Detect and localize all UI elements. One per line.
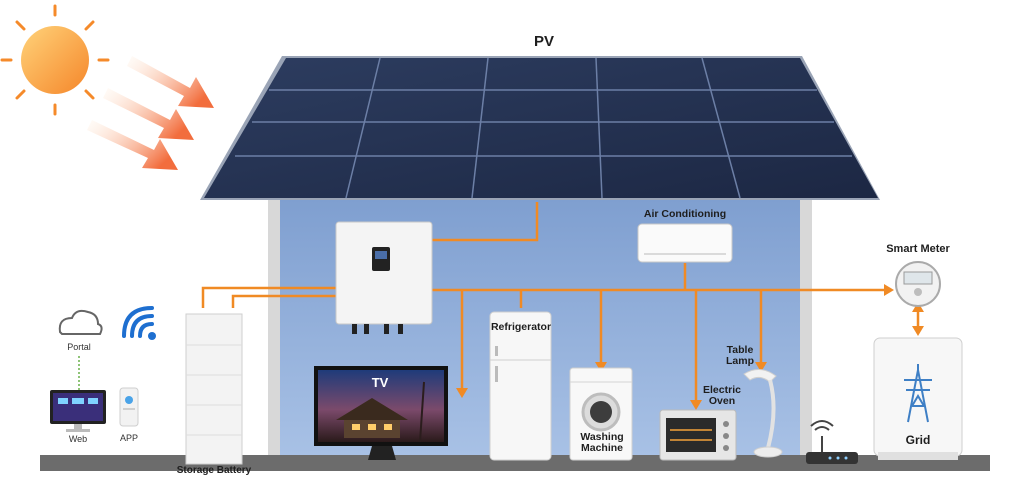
sun-rays [87, 56, 214, 170]
storage-battery [185, 313, 243, 465]
table-lamp-label: Table Lamp [725, 344, 754, 368]
pv-roof [200, 56, 880, 200]
tv-label: TV [371, 375, 389, 390]
washing-machine-label: Washing Machine [580, 431, 624, 455]
washing-machine [569, 367, 633, 461]
transmission-tower-icon [904, 364, 932, 423]
cloud-icon [58, 309, 103, 335]
electric-oven [659, 409, 737, 461]
tv [314, 366, 448, 460]
air-conditioner [637, 223, 733, 263]
air-conditioning-label: Air Conditioning [643, 208, 727, 220]
ground [40, 455, 990, 471]
electric-oven-label: Electric Oven [703, 384, 741, 408]
web-label: Web [68, 434, 88, 444]
pv-label: PV [533, 33, 554, 50]
router-icon [806, 420, 858, 464]
smart-meter [895, 261, 941, 307]
storage-battery-label: Storage Battery [176, 465, 252, 476]
sun-icon [0, 4, 110, 116]
grid-label: Grid [905, 433, 931, 447]
inverter [335, 221, 433, 334]
refrigerator-label: Refrigerator [490, 321, 552, 333]
monitor-icon [50, 390, 106, 432]
app-label: APP [119, 433, 138, 443]
wire-arrows [456, 284, 924, 410]
wifi-icon [122, 306, 156, 340]
refrigerator [489, 311, 552, 461]
portal-label: Portal [67, 342, 91, 352]
smart-meter-label: Smart Meter [886, 243, 950, 255]
phone-icon [119, 387, 139, 427]
power-wiring [201, 202, 920, 404]
table-lamp [743, 369, 783, 458]
